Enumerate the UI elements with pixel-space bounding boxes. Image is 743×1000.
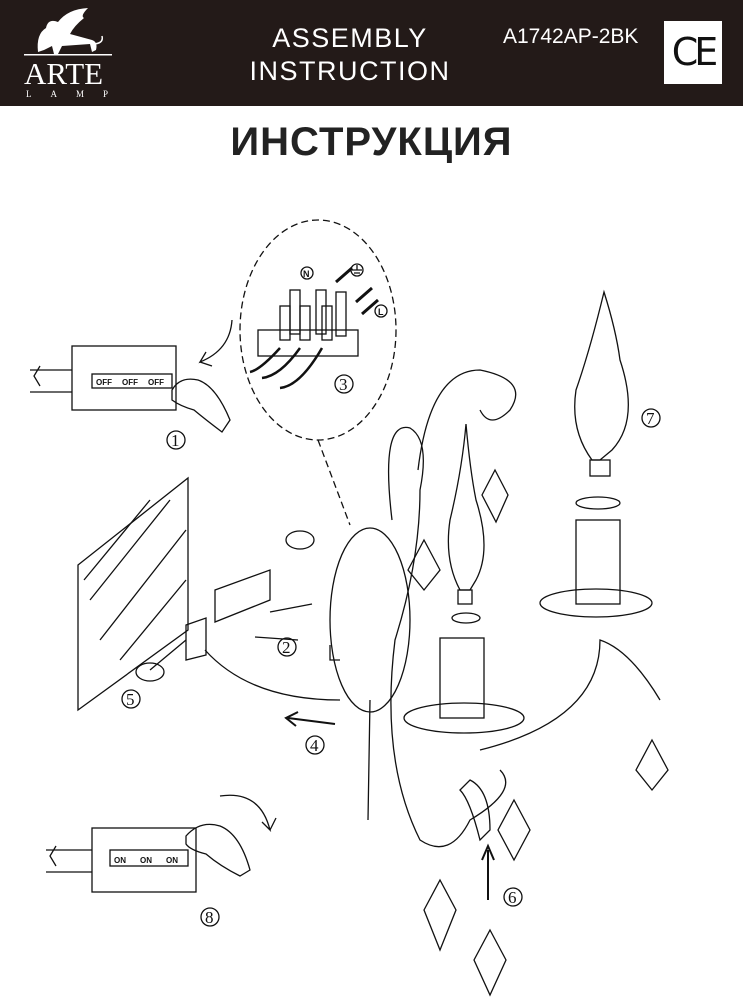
rotate-arrow-icon	[219, 794, 277, 833]
wall	[77, 476, 189, 712]
screw-icon	[254, 603, 313, 641]
live-label: L	[378, 307, 384, 317]
switch-off-label: OFF	[122, 378, 138, 387]
switch-on-panel: ON ON ON	[46, 794, 277, 893]
step-2-label: 2	[282, 638, 291, 657]
title-line-1: ASSEMBLY	[272, 23, 428, 53]
switch-off-label: OFF	[96, 378, 112, 387]
lamp-body	[204, 369, 661, 848]
step-numbers: 1 2 3 4 5 6 7 8	[121, 374, 661, 927]
winged-lion-logo-icon	[24, 8, 112, 56]
step-6-label: 6	[508, 888, 517, 907]
step-8-label: 8	[205, 908, 214, 927]
switch-off-panel: OFF OFF OFF	[30, 319, 233, 433]
switch-on-label: ON	[166, 856, 178, 865]
hand-icon	[171, 378, 231, 433]
step-3-label: 3	[339, 375, 348, 394]
step-4-label: 4	[310, 736, 319, 755]
step-5-label: 5	[126, 690, 135, 709]
terminal-callout: N L	[239, 219, 397, 526]
hand-icon	[185, 823, 251, 877]
header-bar: ARTE LAMP ASSEMBLY INSTRUCTION A1742AP-2…	[0, 0, 743, 106]
arrow-step-6	[481, 843, 495, 900]
title-line-2: INSTRUCTION	[249, 56, 451, 86]
step-7-label: 7	[646, 409, 655, 428]
rotate-arrow-icon	[198, 319, 233, 367]
ground-icon	[350, 263, 364, 277]
bulb-icon	[447, 289, 629, 605]
page-title: ИНСТРУКЦИЯ	[230, 120, 513, 164]
switch-on-label: ON	[140, 856, 152, 865]
brand-name: ARTE	[24, 56, 104, 91]
switch-on-label: ON	[114, 856, 126, 865]
mounting-bracket	[135, 530, 315, 682]
rotate-arrow-icon	[451, 496, 621, 624]
model-number: A1742AP-2BK	[503, 25, 639, 48]
neutral-label: N	[303, 269, 310, 279]
ce-mark: CE	[664, 21, 722, 84]
switch-off-label: OFF	[148, 378, 164, 387]
step-1-label: 1	[171, 431, 180, 450]
brand-sub: LAMP	[26, 89, 128, 99]
arrow-step-4	[284, 711, 336, 727]
crystal-pendant-icon	[407, 468, 669, 997]
document-title: ASSEMBLY INSTRUCTION	[230, 22, 470, 88]
